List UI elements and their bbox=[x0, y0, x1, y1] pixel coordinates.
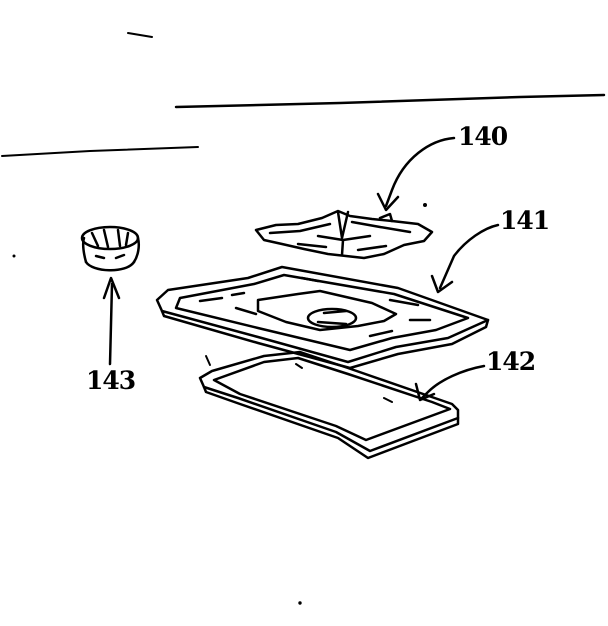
callout-143: 143 bbox=[86, 366, 136, 395]
leader-arrow-141 bbox=[430, 223, 500, 294]
leader-arrow-143 bbox=[102, 276, 121, 366]
leader-arrow-140 bbox=[376, 136, 456, 212]
leader-arrow-142 bbox=[414, 364, 486, 402]
drip-pan-part bbox=[198, 350, 460, 460]
knob-part bbox=[80, 225, 141, 272]
callout-140: 140 bbox=[458, 122, 508, 151]
callout-142: 142 bbox=[486, 347, 536, 376]
turntable-support-part bbox=[254, 209, 434, 260]
scan-rule-lines bbox=[1, 32, 606, 605]
callout-141: 141 bbox=[500, 206, 550, 235]
tray-part bbox=[155, 265, 490, 370]
